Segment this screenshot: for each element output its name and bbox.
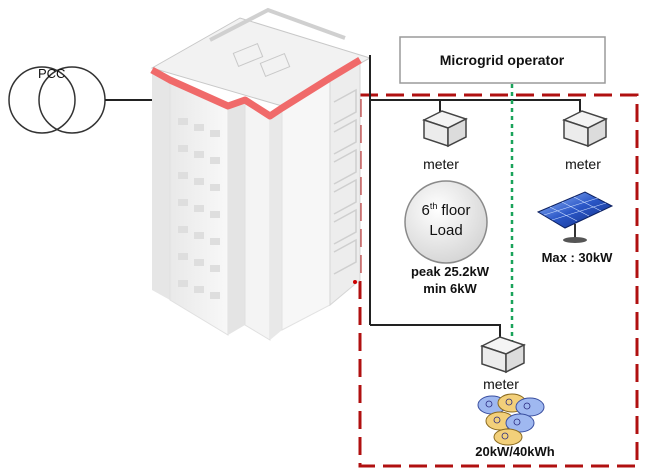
pv-meter-icon xyxy=(562,110,608,148)
power-lines xyxy=(369,55,581,338)
microgrid-boundary xyxy=(358,93,639,468)
load-floor-suffix: th xyxy=(430,201,438,211)
solar-panel-icon xyxy=(536,191,614,243)
load-circle xyxy=(404,180,488,264)
load-peak: peak 25.2kW xyxy=(411,264,490,279)
operator-box xyxy=(399,36,606,84)
load-floor-word: floor xyxy=(441,202,470,219)
load-meter-icon xyxy=(422,110,468,148)
load-name: Load xyxy=(429,222,462,239)
ess-meter-label: meter xyxy=(483,376,519,392)
operator-label: Microgrid operator xyxy=(440,52,565,68)
pcc-label: PCC xyxy=(38,66,65,81)
pv-meter-label: meter xyxy=(565,156,601,172)
pv-capacity-label: Max : 30kW xyxy=(542,250,614,265)
ess-meter-icon xyxy=(480,336,526,374)
ess-capacity-label: 20kW/40kWh xyxy=(475,444,555,459)
load-min: min 6kW xyxy=(423,281,477,296)
load-meter-label: meter xyxy=(423,156,459,172)
battery-storage-icon xyxy=(477,393,545,446)
load-floor-number: 6 xyxy=(421,202,429,219)
building-illustration xyxy=(150,7,372,341)
